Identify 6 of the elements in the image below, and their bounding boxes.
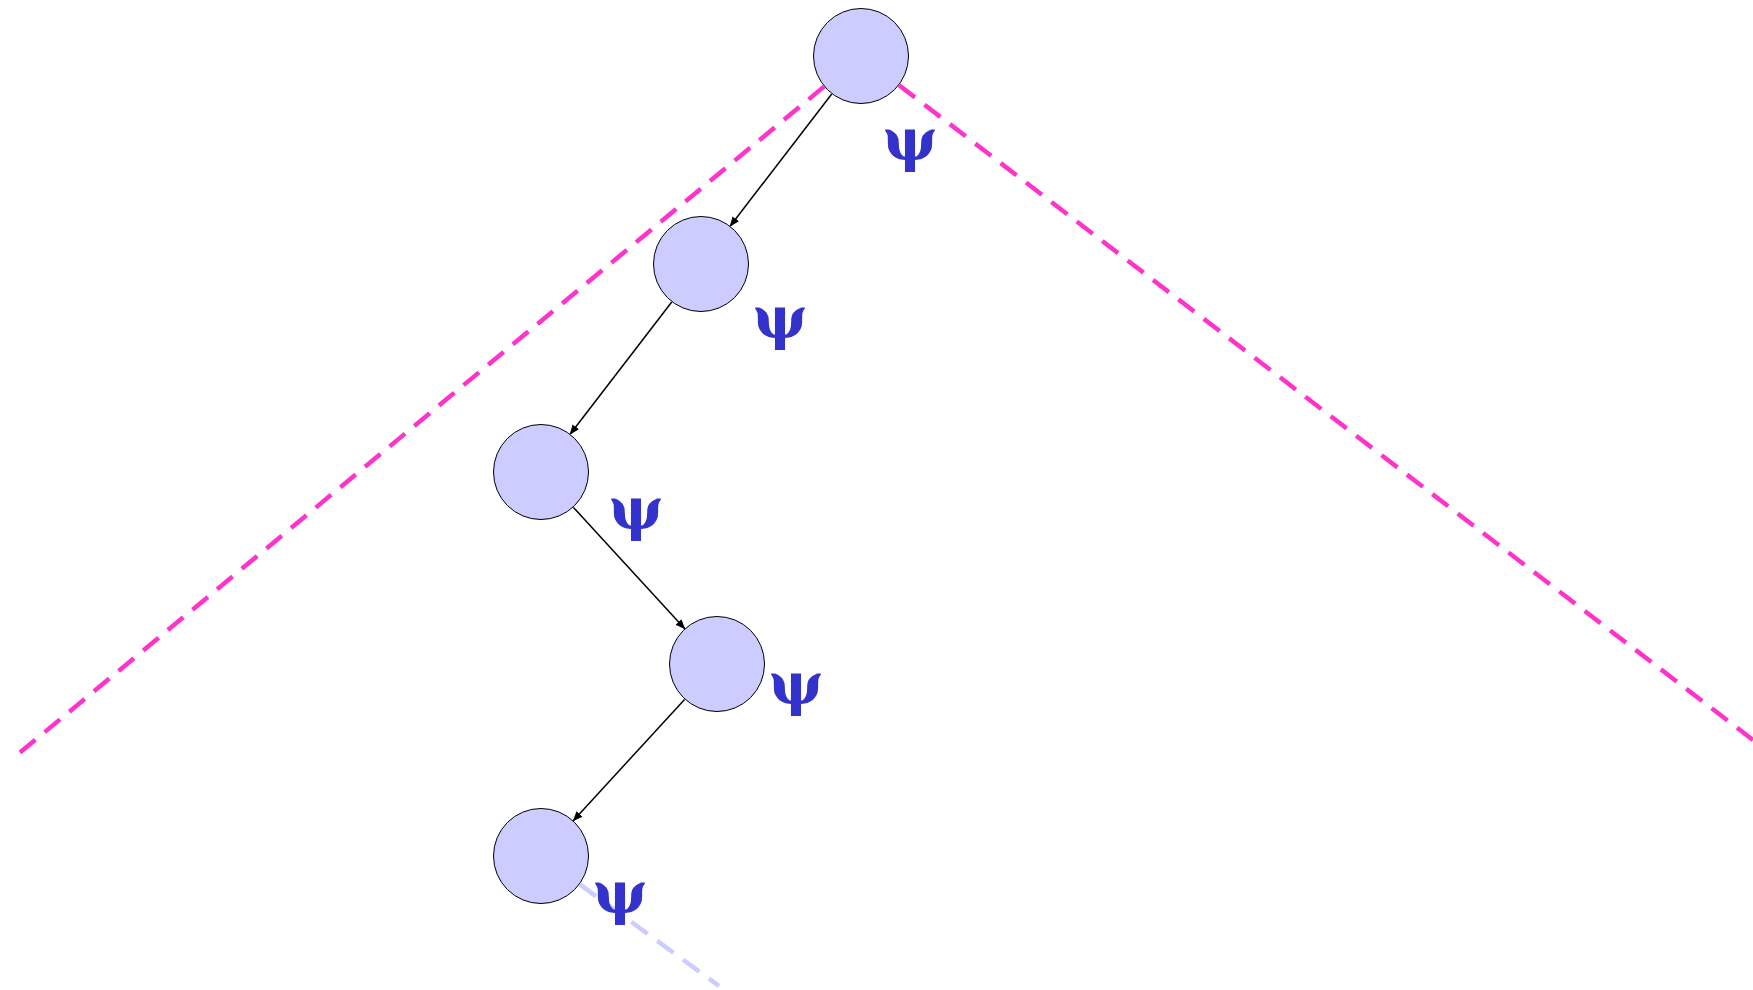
arrow (569, 301, 673, 435)
dashed-line (578, 882, 721, 988)
dashed-line (897, 83, 1753, 742)
arrow (572, 506, 686, 630)
arrow (729, 93, 833, 227)
arrow (572, 698, 686, 822)
